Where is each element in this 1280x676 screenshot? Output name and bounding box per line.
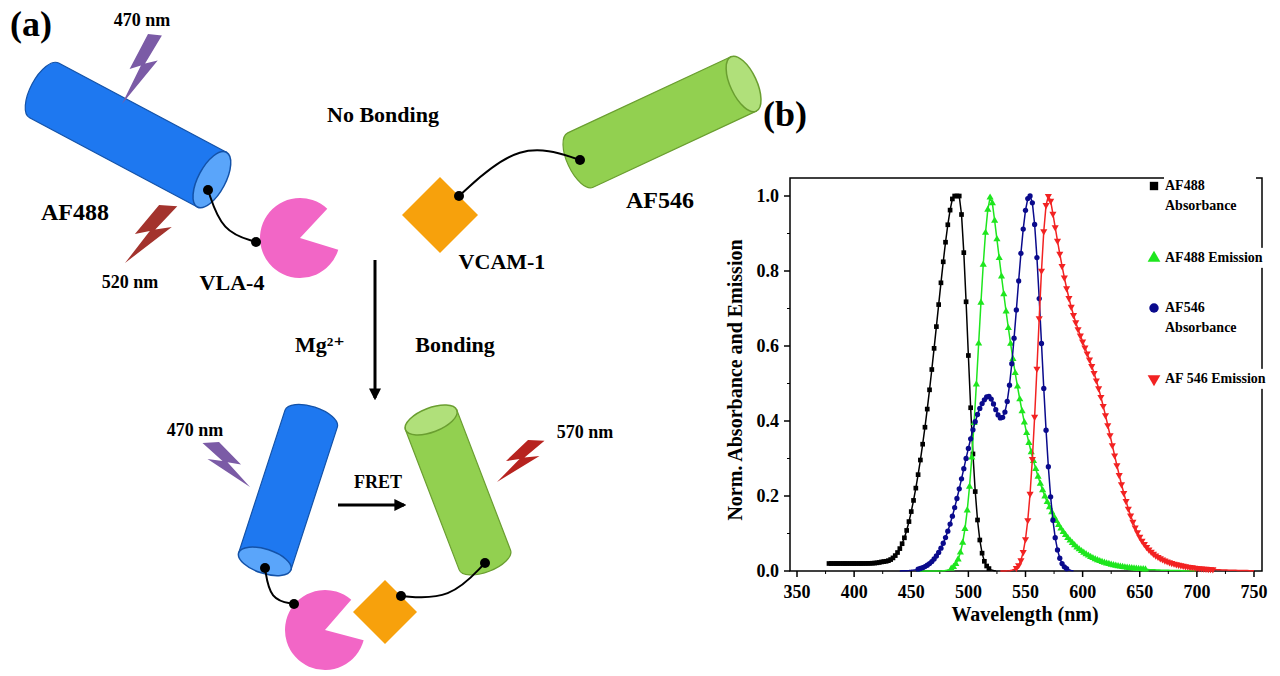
x-tick-label: 500 — [955, 582, 982, 603]
diagram-label: Bonding — [415, 332, 495, 357]
legend-label: AF488 Absorbance — [1164, 176, 1256, 217]
linker — [208, 190, 256, 242]
fluorophore-cylinder — [235, 399, 341, 582]
diagram-label: 520 nm — [102, 272, 159, 293]
cylinder-body — [239, 399, 341, 570]
diagram-label: FRET — [354, 472, 402, 493]
diagram-label: AF546 — [626, 187, 694, 215]
linker-dot — [260, 563, 270, 573]
legend-markers — [1148, 182, 1161, 387]
y-tick-label: 1.0 — [757, 186, 780, 207]
linker-dot — [480, 558, 490, 568]
spectrum-curve — [900, 193, 1074, 571]
vcam1-ligand — [353, 580, 417, 644]
arrow — [374, 260, 377, 398]
y-tick-label: 0.6 — [757, 336, 780, 357]
panel-letter: (a) — [10, 4, 52, 45]
cylinder-body — [405, 410, 514, 581]
x-tick-label: 650 — [1126, 582, 1153, 603]
linker — [401, 563, 485, 597]
diagram-label: Mg²⁺ — [295, 332, 345, 357]
cylinder-body — [556, 57, 756, 193]
legend-symbol — [1148, 375, 1161, 386]
x-tick-label: 550 — [1012, 582, 1039, 603]
y-tick-label: 0.2 — [757, 486, 780, 507]
y-tick-label: 0.8 — [757, 261, 780, 282]
cylinder-cap — [719, 51, 768, 117]
panel-letter: (b) — [763, 94, 807, 135]
cylinder-cap — [235, 541, 295, 581]
x-tick-label: 400 — [841, 582, 868, 603]
linker-dot — [396, 591, 406, 601]
linker — [265, 568, 294, 604]
diagram-label: No Bonding — [327, 102, 439, 127]
diagram-label: AF488 — [41, 199, 109, 227]
light-bolt — [203, 442, 251, 487]
linker-dot — [454, 191, 464, 201]
legend-symbol — [1150, 182, 1158, 190]
spectrum-curve — [917, 193, 1196, 571]
vla4-receptor — [260, 198, 338, 278]
legend-label: AF546 Absorbance — [1164, 298, 1256, 339]
cylinder-cap — [401, 399, 461, 441]
legend-label: AF 546 Emission — [1164, 369, 1267, 389]
linker-dot — [251, 237, 261, 247]
x-tick-label: 750 — [1241, 582, 1268, 603]
y-tick-label: 0.4 — [757, 411, 780, 432]
fluorophore-cylinder — [556, 51, 768, 193]
spectrum-curve — [827, 194, 996, 571]
light-bolt — [125, 205, 177, 263]
axis-title: Wavelength (nm) — [951, 603, 1098, 626]
diagram-label: VCAM-1 — [459, 249, 546, 274]
diagram-label: VLA-4 — [200, 270, 265, 295]
legend-symbol — [1149, 303, 1158, 312]
diagram-label: 470 nm — [167, 420, 224, 441]
x-tick-label: 600 — [1069, 582, 1096, 603]
x-tick-label: 700 — [1183, 582, 1210, 603]
y-tick-label: 0.0 — [757, 561, 780, 582]
diagram-label: 470 nm — [114, 10, 171, 31]
x-tick-label: 350 — [784, 582, 811, 603]
light-bolt — [497, 440, 545, 482]
fluorophore-cylinder — [18, 57, 239, 214]
legend-symbol — [1148, 251, 1161, 262]
linker-dot — [575, 155, 585, 165]
linker-dot — [203, 185, 213, 195]
linker — [459, 150, 580, 196]
vla4-receptor — [285, 590, 364, 670]
light-bolt — [122, 34, 162, 104]
x-tick-label: 450 — [898, 582, 925, 603]
axis-title: Norm. Absorbance and Emission — [724, 239, 747, 520]
fluorophore-cylinder — [401, 399, 515, 581]
linker-dot — [289, 599, 299, 609]
diagram-label: 570 nm — [557, 422, 614, 443]
arrow — [338, 504, 404, 507]
legend-label: AF488 Emission — [1164, 248, 1264, 268]
